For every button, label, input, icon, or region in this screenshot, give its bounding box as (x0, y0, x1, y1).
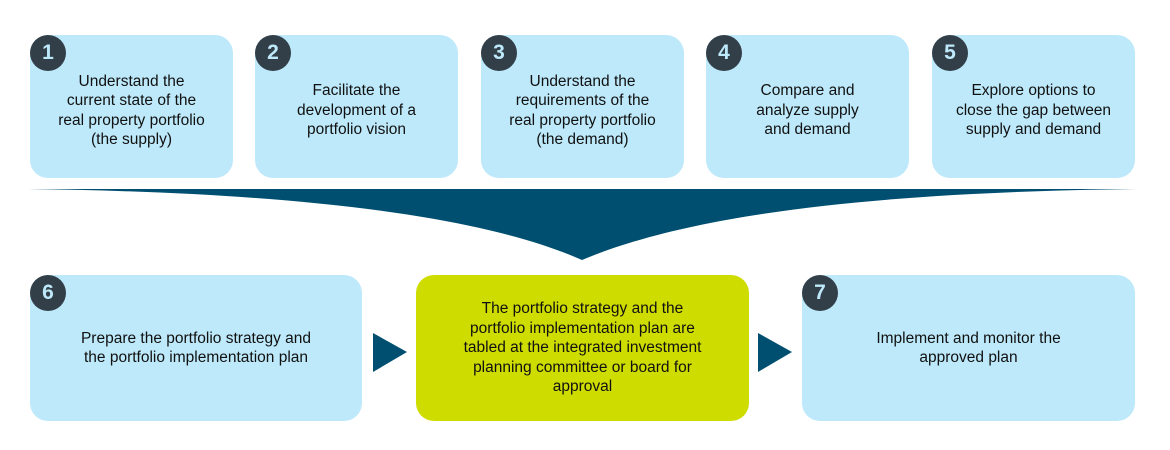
approval-text: The portfolio strategy and the portfolio… (463, 300, 702, 396)
step-badge: 3 (481, 35, 517, 71)
step-badge: 6 (30, 275, 66, 311)
step-box-6: Prepare the portfolio strategy and the p… (30, 275, 362, 421)
step-text: Explore options to close the gap between… (955, 82, 1112, 139)
funnel-arrow (28, 189, 1136, 260)
approval-box: The portfolio strategy and the portfolio… (416, 275, 749, 421)
step-box-7: Implement and monitor the approved plan (802, 275, 1135, 421)
step-badge: 4 (706, 35, 742, 71)
arrow-right-icon (373, 333, 407, 372)
step-text: Prepare the portfolio strategy and the p… (80, 329, 312, 367)
step-text: Implement and monitor the approved plan (876, 329, 1061, 367)
step-badge: 2 (255, 35, 291, 71)
step-badge: 7 (802, 275, 838, 311)
arrow-right-icon (758, 333, 792, 372)
step-text: Facilitate the development of a portfoli… (297, 82, 416, 139)
step-badge: 5 (932, 35, 968, 71)
step-badge: 1 (30, 35, 66, 71)
step-text: Compare and analyze supply and demand (756, 82, 859, 139)
step-text: Understand the requirements of the real … (509, 72, 656, 149)
step-text: Understand the current state of the real… (58, 72, 205, 149)
